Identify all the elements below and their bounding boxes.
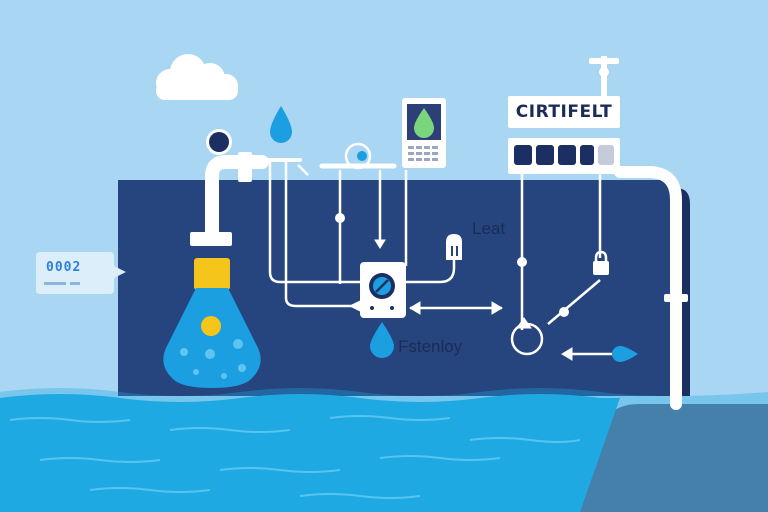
water-drop-icon bbox=[370, 322, 394, 358]
water-drop-icon bbox=[612, 346, 638, 362]
water-body bbox=[0, 388, 768, 512]
faucet-icon bbox=[190, 152, 302, 246]
meter-badge-icon bbox=[36, 252, 126, 294]
lock-icon bbox=[593, 250, 609, 275]
drain-pipe bbox=[614, 166, 688, 410]
cloud-icon bbox=[156, 54, 238, 100]
leak-sensor-icon bbox=[446, 234, 462, 260]
certificate-title: CIRTIFELT bbox=[515, 102, 613, 122]
valve-icon bbox=[319, 142, 397, 170]
meter-code: 0002 bbox=[46, 260, 82, 275]
ground-slope bbox=[560, 404, 768, 512]
flask-icon bbox=[163, 258, 261, 388]
flow-meter-icon bbox=[360, 262, 406, 318]
flow-label: Fstenloy bbox=[398, 337, 463, 356]
flow-lines bbox=[510, 279, 601, 356]
monitor-icon bbox=[402, 98, 446, 168]
indicator-dot-icon bbox=[206, 129, 232, 155]
water-drop-icon bbox=[270, 106, 292, 143]
certificate-panel-icon bbox=[508, 56, 620, 174]
leak-label: Leat bbox=[472, 219, 506, 238]
